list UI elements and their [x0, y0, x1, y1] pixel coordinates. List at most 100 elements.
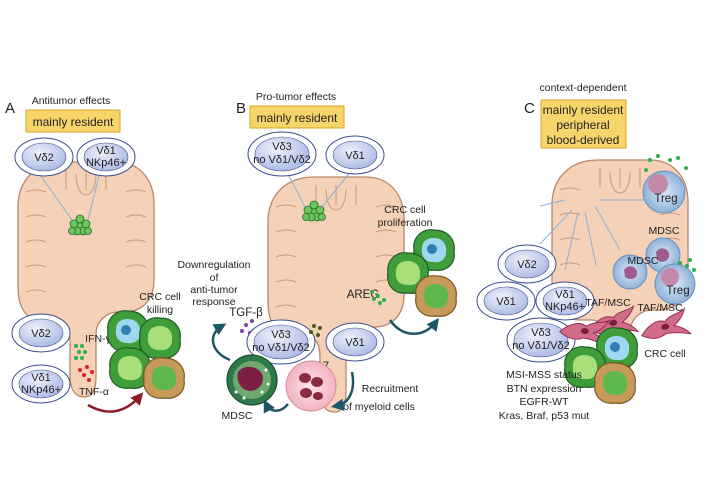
- mdsc-cell-b: [226, 354, 278, 406]
- tnf-alpha-dots: [78, 365, 94, 382]
- recruitment-label-2: of myeloid cells: [343, 401, 415, 413]
- cell-label: Vδ1: [96, 145, 116, 157]
- treg-label-top: Treg: [654, 193, 677, 205]
- panel-c: C context-dependent mainly resident peri…: [476, 82, 696, 422]
- connectors-c: [539, 199, 648, 271]
- cell-b-vd1-top: Vδ1: [325, 135, 385, 175]
- connector-a-2: [87, 171, 101, 221]
- tgf-beta-label: TGF-β: [229, 307, 263, 319]
- proliferation-label-2: proliferation: [378, 217, 433, 229]
- panel-a-location-box: [25, 109, 121, 133]
- downregulation-arrow: [211, 323, 231, 362]
- panel-c-heading: context-dependent: [540, 82, 627, 94]
- factor-msi: MSI-MSS status: [506, 369, 582, 381]
- crc-cell: [415, 275, 457, 317]
- tnf-alpha-label: TNF-α: [79, 386, 109, 398]
- panel-c-letter: C: [524, 100, 535, 117]
- crc-cell-label: CRC cell: [644, 348, 685, 360]
- cell-a-vd1-bottom: Vδ1 NKp46+: [11, 364, 71, 404]
- treg-cell-top: Treg: [642, 170, 686, 214]
- panel-b-letter: B: [236, 100, 246, 117]
- cell-sublabel: NKp46+: [545, 301, 585, 313]
- crc-cell: [143, 357, 185, 399]
- cell-label: Vδ3: [271, 329, 291, 341]
- recruitment-arrow-1: [263, 399, 289, 414]
- panel-b: B Pro-tumor effects mainly resident Vδ3 …: [178, 91, 457, 422]
- proliferation-arrow: [388, 318, 440, 335]
- panel-a-letter: A: [5, 100, 15, 117]
- cell-b-vd3-top: Vδ3 no Vδ1/Vδ2: [247, 131, 317, 177]
- panel-a-location-label: mainly resident: [33, 115, 114, 129]
- cell-c-vd1-nkp46: Vδ1 NKp46+: [535, 281, 595, 321]
- cell-sublabel: no Vδ1/Vδ2: [512, 340, 570, 352]
- treg-label-bottom: Treg: [666, 285, 689, 297]
- taf-msc-cell: [637, 308, 692, 346]
- crc-killing-label-2: killing: [147, 304, 173, 316]
- killing-arrow: [87, 392, 144, 413]
- factor-btn: BTN expression: [507, 383, 582, 395]
- connector-a-1: [37, 171, 73, 221]
- downregulation-label-2: of: [210, 272, 219, 284]
- crc-killing-label-1: CRC cell: [139, 291, 180, 303]
- cell-sublabel: no Vδ1/Vδ2: [253, 154, 311, 166]
- panel-a: A Antitumor effects mainly resident Vδ2 …: [5, 95, 185, 413]
- cell-label: Vδ2: [34, 152, 54, 164]
- treg-bottom-dots: [678, 258, 696, 272]
- cell-label: Vδ1: [31, 372, 51, 384]
- crc-cell: [594, 362, 636, 404]
- panel-b-location-label: mainly resident: [257, 111, 338, 125]
- panel-a-heading: Antitumor effects: [32, 95, 111, 107]
- downregulation-label-4: response: [192, 296, 235, 308]
- il17-dots: [309, 324, 322, 337]
- cell-label: Vδ2: [517, 259, 537, 271]
- cell-a-vd2-bottom: Vδ2: [11, 313, 71, 353]
- mdsc-cell-c-1: [645, 237, 681, 273]
- cell-sublabel: NKp46+: [21, 384, 61, 396]
- panel-c-location-box: [540, 99, 627, 149]
- cell-label: Vδ1: [496, 296, 516, 308]
- myeloid-cell: [285, 360, 337, 412]
- taf-msc-label-2: TAF/MSC: [637, 302, 683, 314]
- cell-a-vd2-top: Vδ2: [14, 137, 74, 177]
- cell-sublabel: no Vδ1/Vδ2: [252, 342, 310, 354]
- cell-c-vd2: Vδ2: [497, 244, 557, 284]
- cell-label: Vδ1: [345, 150, 365, 162]
- crc-cell: [139, 317, 181, 359]
- areg-dots: [370, 290, 386, 305]
- cell-b-vd1-mid: Vδ1: [325, 322, 385, 362]
- treg-cell-bottom: Treg: [654, 263, 696, 305]
- recruitment-label-1: Recruitment: [362, 383, 419, 395]
- cell-label: Vδ1: [555, 289, 575, 301]
- downregulation-label-1: Downregulation: [178, 259, 251, 271]
- factor-mutations: Kras, Braf, p53 mut: [499, 410, 590, 422]
- panel-c-location-3: blood-derived: [547, 133, 620, 147]
- mdsc-cell-c-2: [612, 254, 648, 290]
- panel-c-location-2: peripheral: [556, 118, 609, 132]
- cell-label: Vδ2: [31, 328, 51, 340]
- recruitment-arrow-2: [331, 371, 355, 411]
- cell-c-vd3: Vδ3 no Vδ1/Vδ2: [506, 317, 576, 363]
- ifn-gamma-label: IFN-γ: [85, 333, 111, 345]
- panel-b-location-box: [249, 105, 345, 129]
- cell-b-vd3-mid: Vδ3 no Vδ1/Vδ2: [246, 319, 316, 365]
- taf-msc-label-1: TAF/MSC: [585, 297, 631, 309]
- factor-egfr: EGFR-WT: [520, 396, 570, 408]
- panel-c-location-1: mainly resident: [543, 103, 624, 117]
- cell-label: Vδ3: [531, 327, 551, 339]
- mdsc-label-c: MDSC: [649, 225, 680, 237]
- connector-b-1: [285, 169, 306, 208]
- connector-b-2: [321, 169, 353, 208]
- cell-sublabel: NKp46+: [86, 157, 126, 169]
- mdsc-label-b: MDSC: [222, 410, 253, 422]
- downregulation-label-3: anti-tumor: [190, 284, 238, 296]
- cell-label: Vδ1: [345, 337, 365, 349]
- mdsc-label-c-2: MDSC: [628, 255, 659, 267]
- cell-c-vd1: Vδ1: [476, 281, 536, 321]
- cell-a-vd1-top: Vδ1 NKp46+: [76, 137, 136, 177]
- cell-label: Vδ3: [272, 141, 292, 153]
- treg-top-dots: [644, 154, 688, 172]
- panel-b-heading: Pro-tumor effects: [256, 91, 336, 103]
- proliferation-label-1: CRC cell: [384, 204, 425, 216]
- ifn-gamma-dots: [74, 344, 87, 360]
